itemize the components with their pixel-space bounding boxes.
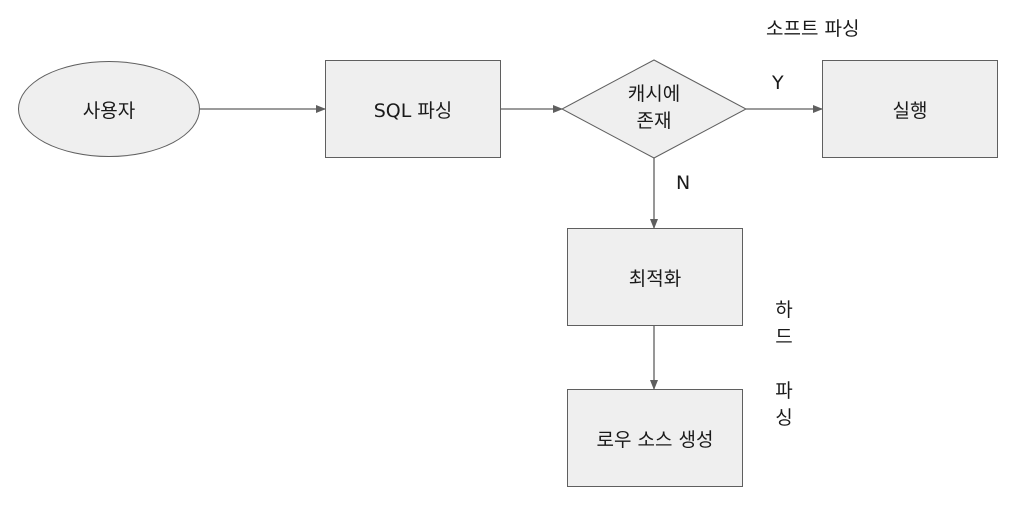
optimize-node-label: 최적화 (628, 267, 682, 290)
user-node-label: 사용자 (82, 99, 136, 122)
user-node: 사용자 (18, 61, 200, 157)
row-source-node-label: 로우 소스 생성 (596, 428, 714, 451)
cache-decision-label-line1: 캐시에 (627, 83, 681, 105)
yes-edge-label: Y (772, 72, 784, 94)
sql-parse-node-label: SQL 파싱 (373, 99, 453, 122)
no-edge-label: N (676, 172, 691, 194)
hard-parse-annotation: 하 드 파 싱 (772, 297, 796, 432)
hard-parse-char: 하 (775, 299, 793, 321)
sql-parse-node: SQL 파싱 (325, 60, 501, 158)
cache-decision-label-line2: 존재 (636, 110, 672, 132)
soft-parse-annotation: 소프트 파싱 (766, 18, 860, 40)
hard-parse-char: 싱 (775, 407, 793, 429)
cache-decision-label: 캐시에 존재 (604, 81, 704, 135)
hard-parse-char (772, 351, 796, 378)
hard-parse-char: 파 (775, 380, 793, 402)
execute-node-label: 실행 (892, 99, 928, 122)
hard-parse-char: 드 (775, 326, 793, 348)
row-source-node: 로우 소스 생성 (567, 389, 743, 487)
execute-node: 실행 (822, 60, 998, 158)
optimize-node: 최적화 (567, 228, 743, 326)
